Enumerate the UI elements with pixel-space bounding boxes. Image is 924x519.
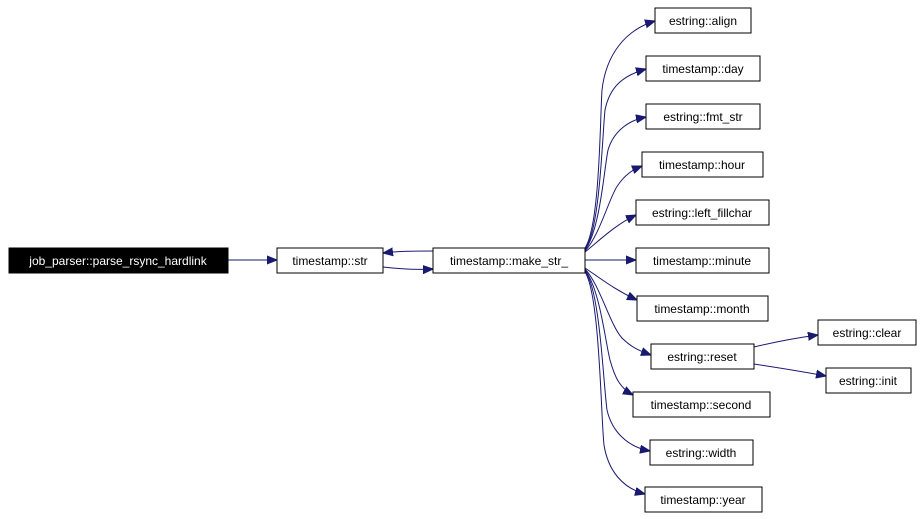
- edge-reset-to-init: [753, 363, 826, 376]
- node-job-parser-parse-rsync-hardlink[interactable]: job_parser::parse_rsync_hardlink: [8, 247, 229, 274]
- edge-make-str-to-left-fillchar: [584, 215, 636, 253]
- node-label: timestamp::year: [660, 493, 745, 507]
- node-label: timestamp::make_str_: [450, 254, 568, 268]
- node-label: estring::width: [666, 446, 737, 460]
- node-estring-clear[interactable]: estring::clear: [817, 319, 917, 346]
- node-timestamp-year[interactable]: timestamp::year: [644, 486, 763, 513]
- node-label: estring::left_fillchar: [652, 206, 752, 220]
- node-label: estring::fmt_str: [663, 110, 742, 124]
- node-label: estring::align: [669, 14, 737, 28]
- node-label: timestamp::str: [292, 254, 367, 268]
- edge-str-to-make-str: [382, 267, 433, 269]
- node-timestamp-hour[interactable]: timestamp::hour: [641, 151, 764, 178]
- edge-make-str-to-second: [584, 269, 633, 395]
- node-label: timestamp::day: [662, 62, 743, 76]
- edges: [228, 21, 826, 494]
- node-label: job_parser::parse_rsync_hardlink: [28, 254, 207, 268]
- node-estring-reset[interactable]: estring::reset: [650, 343, 755, 370]
- node-estring-left-fillchar[interactable]: estring::left_fillchar: [635, 199, 770, 226]
- edge-make-str-to-fmt-str: [584, 117, 646, 251]
- edge-make-str-to-width: [584, 270, 650, 451]
- node-label: estring::reset: [667, 350, 737, 364]
- node-estring-init[interactable]: estring::init: [825, 367, 912, 394]
- edge-make-str-to-str: [383, 251, 434, 253]
- node-label: estring::init: [839, 374, 898, 388]
- node-estring-width[interactable]: estring::width: [649, 439, 754, 466]
- edge-make-str-to-align: [584, 21, 655, 249]
- node-timestamp-str[interactable]: timestamp::str: [276, 247, 384, 274]
- edge-make-str-to-year: [584, 271, 645, 494]
- node-estring-align[interactable]: estring::align: [654, 7, 752, 34]
- node-label: timestamp::hour: [659, 158, 745, 172]
- node-label: timestamp::second: [651, 398, 752, 412]
- node-estring-fmt-str[interactable]: estring::fmt_str: [645, 103, 761, 130]
- edge-make-str-to-month: [584, 267, 637, 300]
- node-timestamp-second[interactable]: timestamp::second: [632, 391, 771, 418]
- node-timestamp-minute[interactable]: timestamp::minute: [635, 247, 770, 274]
- node-label: estring::clear: [833, 326, 902, 340]
- edge-make-str-to-hour: [584, 166, 642, 252]
- node-timestamp-month[interactable]: timestamp::month: [636, 295, 769, 322]
- node-label: timestamp::month: [654, 302, 749, 316]
- node-timestamp-make-str[interactable]: timestamp::make_str_: [432, 247, 586, 274]
- edge-reset-to-clear: [753, 335, 818, 348]
- node-label: timestamp::minute: [653, 254, 751, 268]
- node-timestamp-day[interactable]: timestamp::day: [645, 55, 761, 82]
- edge-make-str-to-reset: [584, 268, 651, 355]
- edge-make-str-to-day: [584, 69, 646, 250]
- nodes: job_parser::parse_rsync_hardlink timesta…: [8, 7, 917, 513]
